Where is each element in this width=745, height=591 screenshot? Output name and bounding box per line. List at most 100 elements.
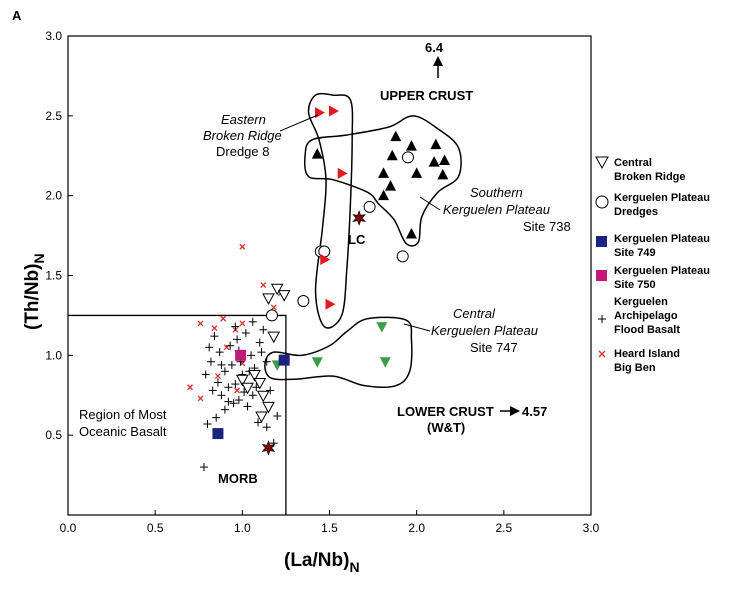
data-point-southern-kerguelen [428,156,440,167]
data-point-flood-basalt [231,380,240,389]
data-point-kerguelen-site [278,354,290,366]
field-outlines [264,92,462,388]
data-point-flood-basalt [241,328,250,337]
data-point-central-broken-ridge [255,411,268,424]
data-point-central-broken-ridge [267,331,281,344]
data-point-heard-island [214,373,221,380]
x-tick-label: 3.0 [583,521,600,535]
svg-text:Archipelago: Archipelago [614,310,678,322]
data-point-flood-basalt [262,423,271,432]
data-point-central-broken-ridge [262,293,275,305]
svg-text:Central: Central [614,157,652,169]
oceanic-basalt-region-boundary [68,314,287,515]
legend-marker-x [598,350,606,358]
data-point-kerguelen-dredge [363,200,376,213]
y-tick-label: 1.0 [45,348,62,362]
eastern-broken-ridge-label: Eastern Broken Ridge Dredge 8 [203,112,319,159]
morb-label: MORB [218,471,258,486]
data-point-southern-kerguelen [437,168,449,180]
legend-marker-square-navy [596,236,607,247]
lower-crust-arrow [500,406,520,416]
y-tick-label: 1.5 [45,269,62,283]
data-point-heard-island [211,325,218,332]
data-point-flood-basalt [203,419,212,428]
x-tick-label: 0.5 [147,521,164,535]
data-point-kerguelen-dredge [297,295,310,308]
data-point-flood-basalt [255,338,264,347]
data-point-southern-kerguelen [385,180,397,191]
data-point-flood-basalt [254,418,263,427]
legend-item-heard-island: Heard Island Big Ben [598,348,680,374]
data-point-flood-basalt [227,360,236,369]
legend-marker-plus [598,315,606,323]
svg-text:Kerguelen: Kerguelen [614,296,668,308]
data-point-heard-island [260,282,267,289]
x-axis-title: (La/Nb)N [284,550,360,575]
svg-text:Broken Ridge: Broken Ridge [614,171,686,183]
data-point-heard-island [239,243,246,250]
region-box [68,314,287,515]
data-point-flood-basalt [224,383,233,392]
data-point-flood-basalt [205,343,214,352]
data-point-flood-basalt [208,386,217,395]
svg-text:Eastern: Eastern [221,112,266,127]
data-point-flood-basalt [226,341,235,350]
svg-text:Kerguelen Plateau: Kerguelen Plateau [614,265,710,277]
svg-text:Big Ben: Big Ben [614,362,656,374]
svg-text:Flood Basalt: Flood Basalt [614,324,680,336]
svg-text:Dredge 8: Dredge 8 [216,144,269,159]
data-point-central-broken-ridge [262,401,275,414]
data-point-flood-basalt [206,357,215,366]
svg-text:Kerguelen Plateau: Kerguelen Plateau [443,202,550,217]
data-point-eastern-broken-ridge [325,298,336,310]
upper-crust-arrow [433,56,443,78]
data-point-heard-island [239,320,246,327]
data-point-eastern-broken-ridge [337,167,348,179]
data-point-heard-island [197,395,204,402]
oceanic-basalt-region-label: Region of Most Oceanic Basalt [79,407,167,439]
data-point-flood-basalt [217,360,226,369]
central-kerguelen-label: Central Kerguelen Plateau Site 747 [403,306,538,355]
data-point-southern-kerguelen [405,140,417,151]
svg-text:Site 747: Site 747 [470,340,518,355]
data-point-flood-basalt [231,322,240,331]
svg-text:Heard Island: Heard Island [614,348,680,360]
data-point-central-kerguelen [311,357,323,368]
legend-marker-circle-open [595,195,609,209]
data-point-flood-basalt [266,386,275,395]
data-points [187,105,451,472]
data-point-flood-basalt [213,378,222,387]
data-point-eastern-broken-ridge [320,254,331,266]
data-point-central-broken-ridge [256,390,270,403]
data-point-southern-kerguelen [405,227,417,239]
data-point-kerguelen-dredge [401,151,414,164]
data-point-heard-island [197,320,204,327]
data-point-central-broken-ridge [241,382,254,395]
data-point-eastern-broken-ridge [315,107,326,119]
svg-text:Region of Most: Region of Most [79,407,167,422]
data-point-flood-basalt [248,317,257,326]
data-point-southern-kerguelen [378,167,390,178]
data-point-kerguelen-dredge [265,309,278,322]
legend-item-kerguelen-plateau-dredges: Kerguelen Plateau Dredges [595,192,710,218]
y-axis-title: (Th/Nb)N [22,253,47,330]
svg-text:Kerguelen Plateau: Kerguelen Plateau [614,233,710,245]
svg-text:Kerguelen Plateau: Kerguelen Plateau [614,192,710,204]
data-point-flood-basalt [259,325,268,334]
data-point-flood-basalt [257,348,266,357]
data-point-flood-basalt [199,463,208,472]
data-point-central-broken-ridge [253,377,267,390]
data-point-flood-basalt [224,397,233,406]
data-point-eastern-broken-ridge [328,105,339,117]
svg-text:Site 750: Site 750 [614,279,656,291]
data-point-flood-basalt [243,402,252,411]
upper-crust-label: UPPER CRUST [380,88,473,103]
data-point-flood-basalt [229,399,238,408]
data-point-central-kerguelen [376,322,388,333]
x-tick-label: 1.0 [234,521,251,535]
svg-text:Broken Ridge: Broken Ridge [203,128,282,143]
legend-item-site-750: Kerguelen Plateau Site 750 [596,265,710,291]
data-point-central-kerguelen [379,357,391,368]
data-point-southern-kerguelen [430,138,442,150]
